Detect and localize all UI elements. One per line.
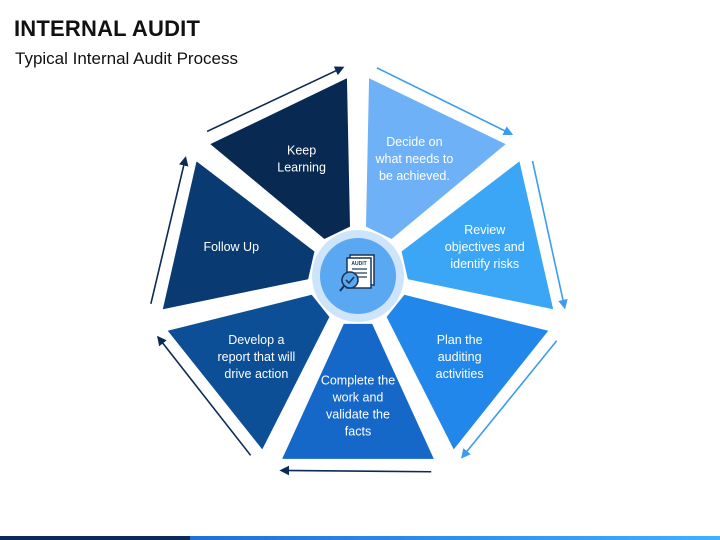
bottom-bar-dark bbox=[0, 536, 190, 540]
audit-icon-text: AUDIT bbox=[351, 261, 366, 267]
step-label-5: Develop a report that will drive action bbox=[217, 333, 295, 381]
cycle-arrows bbox=[150, 66, 568, 476]
page-subtitle: Typical Internal Audit Process bbox=[15, 49, 239, 68]
step-7-line-1: Keep bbox=[287, 143, 316, 157]
step-2-line-2: objectives and bbox=[445, 240, 525, 254]
step-3-line-3: activities bbox=[436, 367, 484, 381]
page-title: INTERNAL AUDIT bbox=[14, 16, 201, 41]
segment-step-7 bbox=[210, 78, 351, 239]
step-6-line-1: Follow Up bbox=[203, 240, 259, 254]
bottom-bar-light bbox=[190, 536, 720, 540]
step-5-line-3: drive action bbox=[224, 367, 288, 381]
center-hub: AUDIT bbox=[312, 230, 404, 322]
step-label-2: Review objectives and identify risks bbox=[445, 223, 525, 271]
step-1-line-2: what needs to bbox=[374, 152, 453, 166]
segment-step-5 bbox=[167, 294, 330, 450]
audit-document-checkmark-icon: AUDIT bbox=[339, 254, 375, 292]
step-5-line-2: report that will bbox=[217, 350, 295, 364]
process-segments: Decide on what needs to be achieved. Review… bbox=[162, 78, 554, 459]
step-2-line-3: identify risks bbox=[450, 257, 519, 271]
cycle-arrow-6 bbox=[150, 156, 189, 305]
step-4-line-2: work and bbox=[332, 391, 384, 405]
step-label-1: Decide on what needs to be achieved. bbox=[374, 135, 453, 183]
step-4-line-3: validate the bbox=[326, 408, 390, 422]
cycle-arrow-7 bbox=[206, 66, 345, 133]
cycle-arrow-1 bbox=[376, 67, 514, 135]
cycle-arrow-2 bbox=[531, 160, 568, 310]
step-label-3: Plan the auditing activities bbox=[436, 333, 484, 381]
step-7-line-2: Learning bbox=[277, 160, 326, 174]
step-4-line-1: Complete the bbox=[321, 374, 395, 388]
step-3-line-1: Plan the bbox=[437, 333, 483, 347]
segment-step-4 bbox=[282, 323, 434, 459]
cycle-arrow-3 bbox=[461, 340, 558, 459]
segment-step-3 bbox=[386, 294, 549, 450]
step-2-line-1: Review bbox=[464, 223, 506, 237]
segment-step-1 bbox=[365, 78, 506, 239]
step-3-line-2: auditing bbox=[438, 350, 482, 364]
step-5-line-1: Develop a bbox=[228, 333, 284, 347]
step-label-4: Complete the work and validate the facts bbox=[321, 374, 395, 439]
segment-step-2 bbox=[401, 161, 554, 310]
bottom-accent-bar bbox=[0, 536, 720, 540]
cycle-arrow-4 bbox=[279, 465, 432, 476]
step-label-6: Follow Up bbox=[203, 240, 259, 254]
step-1-line-3: be achieved. bbox=[379, 169, 450, 183]
step-4-line-4: facts bbox=[345, 425, 371, 439]
step-1-line-1: Decide on bbox=[386, 135, 442, 149]
segment-step-6 bbox=[162, 161, 315, 310]
cycle-arrow-5 bbox=[157, 335, 252, 456]
